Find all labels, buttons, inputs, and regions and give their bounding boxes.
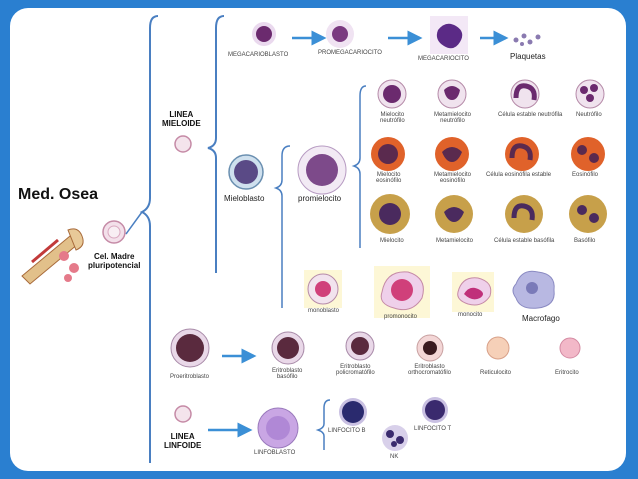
celula-estable-basofila-label: Célula estable basófila [494, 238, 555, 244]
eritroblasto-basofilo-label: Eritroblasto basófilo [272, 368, 303, 380]
myeloid-bracket [207, 15, 225, 273]
med-osea-label: Med. Osea [18, 186, 99, 203]
granulocyte-bracket [351, 85, 367, 248]
cel-madre-label: Cel. Madre pluripotencial [88, 252, 141, 270]
mielocito-neutrofilo-label: Mielocito neutrófilo [380, 112, 405, 124]
eritroblasto-ortocromatofilo-label: Eritroblasto orthocromatófilo [408, 364, 452, 376]
mieloblasto-cell [228, 154, 264, 190]
stem-cell [102, 220, 126, 244]
monoblasto-label: monoblasto [308, 308, 340, 314]
eritrocito-cell [559, 337, 581, 359]
reticulocito-cell [486, 336, 510, 360]
linfocito-b-cell [339, 398, 367, 426]
bone-icon [21, 228, 84, 285]
mielocito-neutrofilo-cell [374, 78, 410, 112]
promonocito-cell [374, 266, 430, 318]
linfocito-b-label: LINFOCITO B [328, 428, 366, 434]
metamielocito-label: Metamielocito [436, 238, 474, 244]
eritroblasto-basofilo-cell [271, 331, 305, 365]
stem-connector [125, 211, 143, 235]
proeritroblasto-label: Proeritroblasto [170, 374, 210, 380]
macrofago-label: Macrofago [522, 314, 560, 323]
megacarioblasto-cell [252, 22, 276, 46]
monocito-cell [452, 272, 494, 312]
eritroblasto-ortocromatofilo-cell [416, 334, 444, 362]
celula-eosinofila-estable-label: Célula eosinófila estable [486, 172, 552, 178]
hematopoiesis-diagram [21, 15, 607, 463]
lymphoid-bracket [315, 399, 331, 450]
linfoblasto-cell [257, 407, 299, 449]
monocito-label: monocito [458, 312, 483, 318]
linea-linfoide-label: LINEA LINFOIDE [164, 432, 202, 450]
lymphoid-progenitor-cell [174, 405, 192, 423]
metamielocito-eosinofilo-cell [435, 137, 469, 171]
mielocito-label: Mielocito [380, 238, 404, 244]
eosinofilo-label: Eosinófilo [572, 172, 599, 178]
basofilo-cell [569, 195, 607, 233]
megacariocito-label: MEGACARIOCITO [418, 56, 469, 62]
neutrofilo-label: Neutrófilo [576, 112, 602, 118]
celula-eosinofila-estable-cell [505, 137, 539, 171]
eritrocito-label: Eritrocito [555, 370, 579, 376]
linea-mieloide-label: LINEA MIELOIDE [162, 110, 201, 128]
promegacariocito-label: PROMEGACARIOCITO [318, 50, 382, 56]
macrofago-cell [512, 270, 555, 309]
mielocito-eosinofilo-label: Mielocito eosinófilo [376, 172, 402, 184]
megacariocito-cell [430, 16, 468, 54]
eosinofilo-cell [571, 137, 605, 171]
metamielocito-basofilo-cell [435, 195, 473, 233]
metamielocito-eosinofilo-label: Metamielocito eosinófilo [434, 172, 472, 184]
eritroblasto-policromatofilo-label: Eritroblasto policromatófilo [336, 364, 375, 376]
monoblasto-cell [304, 270, 342, 308]
eritroblasto-policromatofilo-cell [345, 331, 375, 361]
celula-estable-neutrofila-label: Célula estable neutrófila [498, 112, 563, 118]
nk-cell [382, 425, 408, 451]
metamielocito-neutrofilo-cell [437, 79, 467, 109]
diagram-card: Med. Osea Cel. Madre pluripotencial LINE… [10, 8, 626, 471]
promegacariocito-cell [326, 20, 354, 48]
linfoblasto-label: LINFOBLASTO [254, 450, 296, 456]
main-bracket [139, 15, 159, 463]
megacarioblasto-label: MEGACARIOBLASTO [228, 52, 289, 58]
mielocito-eosinofilo-cell [371, 137, 405, 171]
metamielocito-neutrofilo-label: Metamielocito neutrófilo [434, 112, 472, 124]
mieloblasto-label: Mieloblasto [224, 194, 265, 203]
basofilo-label: Basófilo [574, 238, 596, 244]
plaquetas-cells [513, 33, 541, 46]
promonocito-label: promonocito [384, 314, 418, 320]
linfocito-t-label: LINFOCITO T [414, 426, 452, 432]
promielocito-label: promielocito [298, 194, 342, 203]
neutrofilo-cell [575, 79, 605, 109]
reticulocito-label: Reticulocito [480, 370, 512, 376]
celula-estable-neutrofila-cell [510, 79, 540, 109]
linfocito-t-cell [422, 397, 448, 423]
celula-estable-basofila-cell [505, 195, 543, 233]
myelo-branch-bracket [273, 145, 291, 308]
plaquetas-label: Plaquetas [510, 52, 546, 61]
promielocito-cell [297, 145, 347, 195]
nk-label: NK [390, 454, 399, 460]
proeritroblasto-cell [170, 328, 210, 368]
mielocito-basofilo-cell [370, 194, 410, 234]
myeloid-progenitor-cell [174, 135, 192, 153]
